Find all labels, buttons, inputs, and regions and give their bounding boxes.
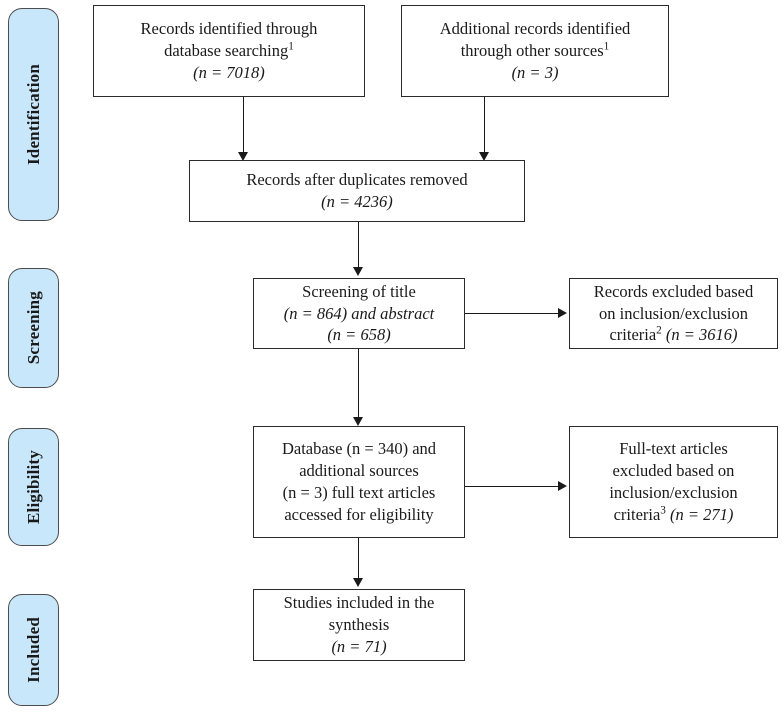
connector-duplicates-to-screening bbox=[358, 222, 359, 269]
full-text-excluded-line3: inclusion/exclusion bbox=[609, 483, 738, 502]
records-excluded-count: (n = 3616) bbox=[665, 325, 738, 345]
arrowhead-duplicates-to-screening bbox=[353, 267, 363, 276]
stage-label-identification: Identification bbox=[23, 63, 43, 166]
box-records-after-duplicates-removed-text: Records after duplicates removed (n = 423… bbox=[246, 169, 467, 213]
stage-pill-screening: Screening bbox=[8, 268, 59, 388]
after-duplicates-line1: Records after duplicates removed bbox=[246, 170, 468, 190]
records-database-footnote: 1 bbox=[288, 40, 294, 53]
full-text-excluded-count: (n = 271) bbox=[670, 504, 734, 524]
arrowhead-eligibility-to-excluded bbox=[558, 481, 567, 491]
connector-eligibility-to-included bbox=[358, 538, 359, 580]
records-other-footnote: 1 bbox=[603, 40, 610, 53]
full-text-excluded-line1: Full-text articles bbox=[619, 439, 728, 459]
records-database-count: (n = 7018) bbox=[193, 62, 265, 82]
connector-database-to-duplicates bbox=[243, 97, 244, 155]
stage-label-eligibility: Eligibility bbox=[23, 450, 43, 524]
box-screening-title-abstract-text: Screening of title(n = 864) and abstract… bbox=[284, 281, 434, 346]
records-excluded-footnote: 2 bbox=[656, 324, 662, 337]
stage-pill-included: Included bbox=[8, 594, 59, 706]
connector-screening-to-eligibility bbox=[358, 349, 359, 419]
after-duplicates-count: (n = 4236) bbox=[321, 192, 393, 211]
stage-pill-eligibility: Eligibility bbox=[8, 428, 59, 546]
full-text-assessed-line2: additional sources bbox=[299, 461, 419, 481]
connector-screening-to-excluded bbox=[465, 313, 560, 314]
studies-included-line1: Studies included in the bbox=[283, 593, 435, 613]
records-other-line1: Additional records identified bbox=[439, 19, 631, 39]
arrowhead-database-to-duplicates bbox=[238, 152, 248, 161]
arrowhead-screening-to-eligibility bbox=[353, 417, 363, 426]
records-excluded-line1: Records excluded based bbox=[593, 281, 754, 301]
box-screening-title-abstract: Screening of title(n = 864) and abstract… bbox=[253, 278, 465, 349]
connector-other-to-duplicates bbox=[484, 97, 485, 155]
records-other-line2: through other sources bbox=[460, 41, 604, 61]
screening-line1: Screening of title bbox=[302, 281, 416, 301]
studies-included-count: (n = 71) bbox=[331, 636, 387, 656]
full-text-excluded-footnote: 3 bbox=[660, 504, 666, 517]
arrowhead-other-to-duplicates bbox=[479, 152, 489, 161]
records-database-line1: Records identified through bbox=[140, 19, 318, 39]
box-records-after-duplicates-removed: Records after duplicates removed (n = 423… bbox=[189, 160, 525, 222]
full-text-assessed-line3: (n = 3) full text articles bbox=[282, 483, 436, 502]
studies-included-line2: synthesis bbox=[328, 615, 390, 635]
screening-line3: (n = 658) bbox=[327, 325, 391, 345]
connector-eligibility-to-excluded bbox=[465, 486, 560, 487]
stage-pill-identification: Identification bbox=[8, 8, 59, 221]
records-excluded-line3-prefix: criteria bbox=[609, 325, 657, 345]
full-text-excluded-line4-prefix: criteria bbox=[613, 504, 661, 524]
records-database-line2: database searching bbox=[164, 41, 289, 61]
arrowhead-eligibility-to-included bbox=[353, 578, 363, 587]
stage-label-screening: Screening bbox=[23, 291, 43, 365]
full-text-assessed-line4: accessed for eligibility bbox=[284, 504, 434, 524]
records-other-count: (n = 3) bbox=[511, 62, 559, 82]
full-text-excluded-line2: excluded based on bbox=[612, 461, 735, 481]
records-excluded-line2: on inclusion/exclusion bbox=[599, 303, 748, 323]
stage-label-included: Included bbox=[23, 617, 43, 683]
arrowhead-screening-to-excluded bbox=[558, 308, 567, 318]
screening-line2: (n = 864) and abstract bbox=[283, 303, 435, 323]
full-text-assessed-line1: Database (n = 340) and bbox=[281, 439, 437, 459]
